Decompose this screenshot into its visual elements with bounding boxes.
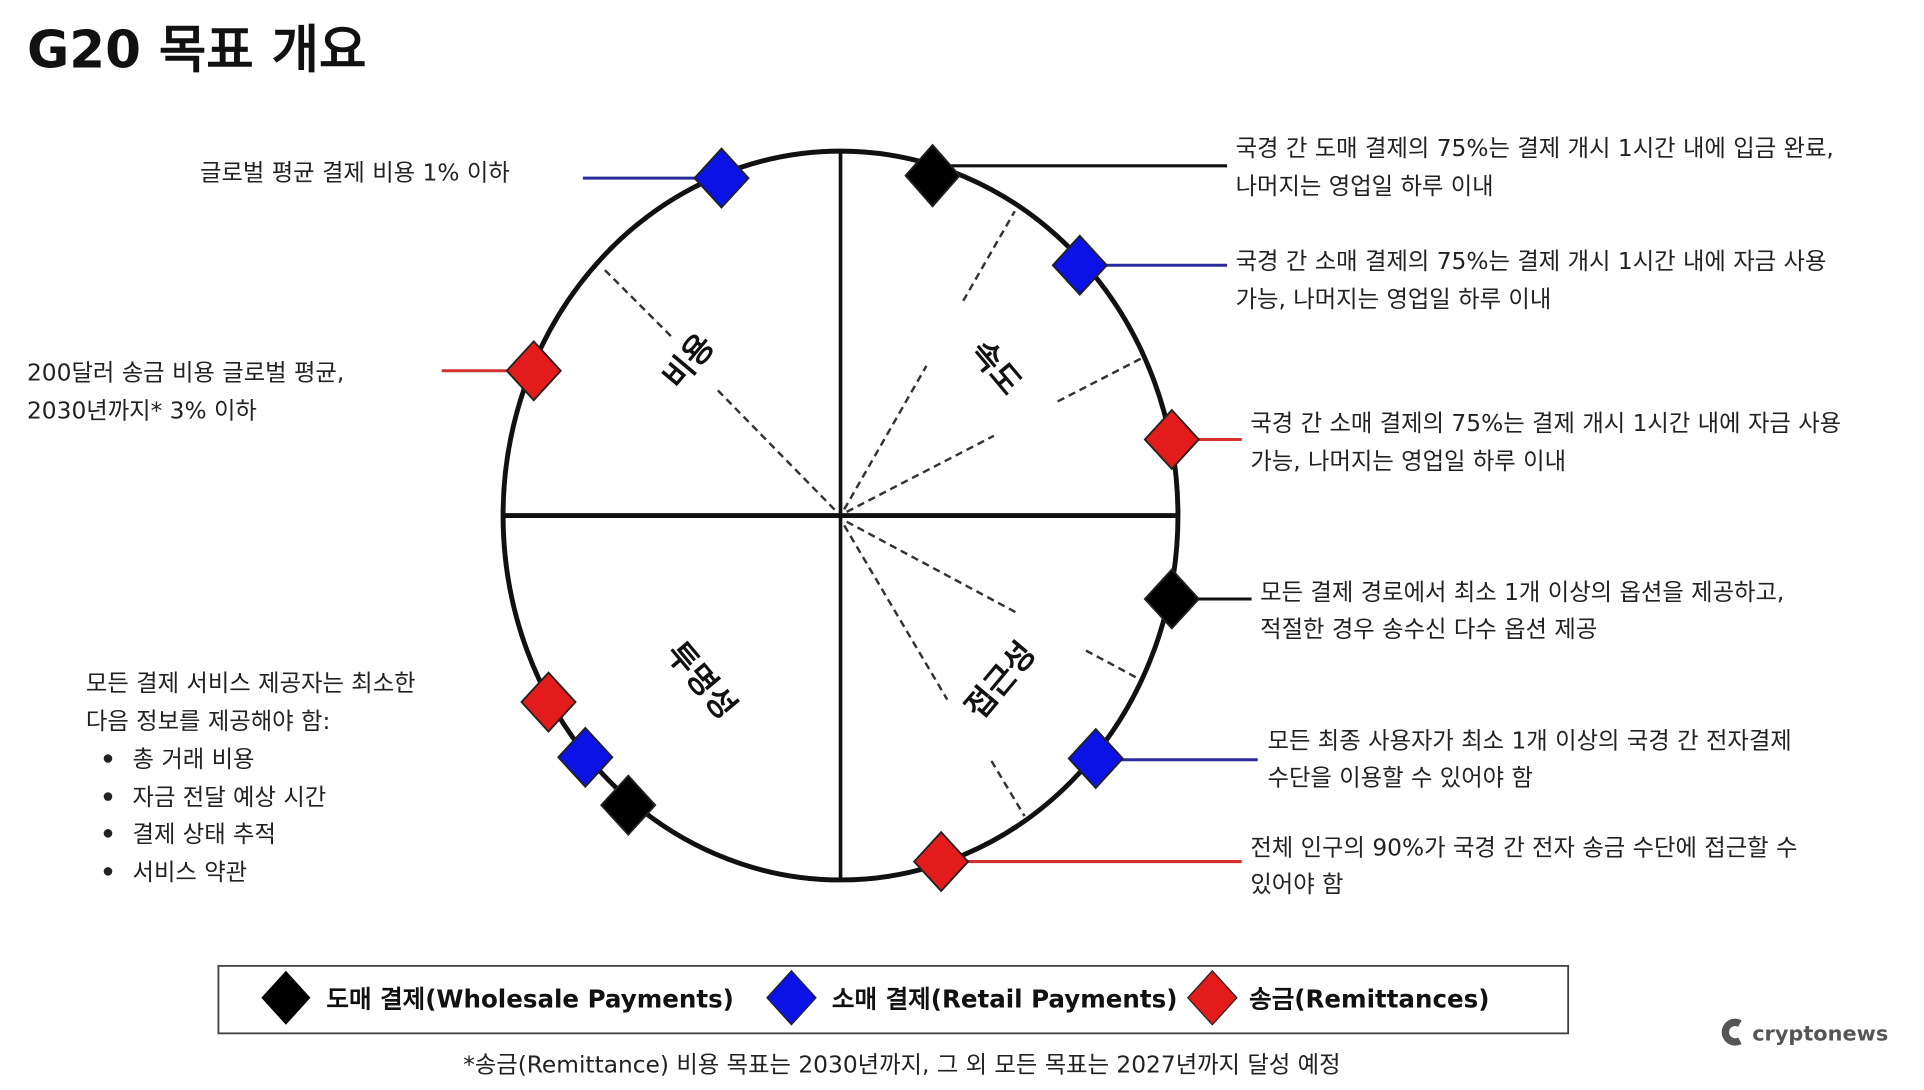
dashed-ray xyxy=(846,434,995,513)
dashed-ray xyxy=(1085,649,1140,680)
target-transparency-line2: 다음 정보를 제공해야 함: xyxy=(86,708,330,735)
dashed-ray xyxy=(846,520,1020,615)
quadrant-label-transparency: 투명성 xyxy=(659,634,745,726)
target-speed-remit-line2: 가능, 나머지는 영업일 하루 이내 xyxy=(1250,448,1566,475)
dashed-ray xyxy=(843,365,928,511)
target-cost-remit-line2: 2030년까지* 3% 이하 xyxy=(27,398,257,425)
target-speed-retail-line2: 가능, 나머지는 영업일 하루 이내 xyxy=(1236,286,1552,313)
bullet-icon xyxy=(103,829,113,838)
legend-box xyxy=(217,964,1570,1035)
target-transparency-line1: 모든 결제 서비스 제공자는 최소한 xyxy=(86,670,416,697)
footnote: *송금(Remittance) 비용 목표는 2030년까지, 그 외 모든 목… xyxy=(463,1052,1340,1079)
target-access-wholesale-line1: 모든 결제 경로에서 최소 1개 이상의 옵션을 제공하고, xyxy=(1260,579,1784,606)
target-cost-remit-line1: 200달러 송금 비용 글로벌 평균, xyxy=(27,360,344,387)
legend-remittance: 송금(Remittances) xyxy=(1249,985,1489,1014)
target-access-retail-line2: 수단을 이용할 수 있어야 함 xyxy=(1268,764,1533,791)
list-item: 총 거래 비용 xyxy=(133,746,255,773)
quadrant-label-speed: 속도 xyxy=(963,333,1030,402)
retail-diamond-icon xyxy=(557,726,614,789)
dashed-ray xyxy=(843,524,949,701)
list-item: 서비스 약관 xyxy=(133,859,248,886)
cryptonews-logo: cryptonews xyxy=(1721,1018,1888,1046)
target-speed-wholesale-line2: 나머지는 영업일 하루 이내 xyxy=(1236,173,1494,200)
dashed-ray xyxy=(604,269,674,339)
target-access-remit-line2: 있어야 함 xyxy=(1250,871,1343,898)
quadrant-label-cost: 비용 xyxy=(655,327,722,396)
target-cost-retail: 글로벌 평균 결제 비용 1% 이하 xyxy=(200,160,510,187)
target-speed-retail-line1: 국경 간 소매 결제의 75%는 결제 개시 1시간 내에 자금 사용 xyxy=(1236,248,1827,275)
cryptonews-logo-icon xyxy=(1721,1018,1742,1046)
legend-retail: 소매 결제(Retail Payments) xyxy=(832,985,1178,1014)
wholesale-diamond-icon xyxy=(904,143,961,208)
quadrant-label-access: 접근성 xyxy=(957,634,1043,726)
list-item: 자금 전달 예상 시간 xyxy=(133,784,327,811)
retail-diamond-icon xyxy=(1067,727,1124,790)
legend-wholesale: 도매 결제(Wholesale Payments) xyxy=(326,985,734,1014)
bullet-icon xyxy=(103,867,113,876)
retail-diamond-icon xyxy=(693,147,750,209)
transparency-list: 총 거래 비용 자금 전달 예상 시간 결제 상태 추적 서비스 약관 xyxy=(103,746,327,886)
target-speed-wholesale-line1: 국경 간 도매 결제의 75%는 결제 개시 1시간 내에 입금 완료, xyxy=(1236,135,1834,162)
logo-text: cryptonews xyxy=(1752,1022,1888,1046)
page-title: G20 목표 개요 xyxy=(27,21,366,81)
target-access-retail-line1: 모든 최종 사용자가 최소 1개 이상의 국경 간 전자결제 xyxy=(1268,728,1792,755)
dashed-ray xyxy=(990,760,1026,817)
wholesale-diamond-icon xyxy=(1143,568,1201,630)
wholesale-diamond-icon xyxy=(600,774,657,836)
target-access-wholesale-line2: 적절한 경우 송수신 다수 옵션 제공 xyxy=(1260,616,1597,643)
remittance-diamond-icon xyxy=(520,671,577,733)
remittance-diamond-icon xyxy=(912,830,970,893)
target-access-remit-line1: 전체 인구의 90%가 국경 간 전자 송금 수단에 접근할 수 xyxy=(1250,834,1797,861)
retail-diamond-icon xyxy=(1051,234,1109,297)
retail-diamond-icon xyxy=(766,969,817,1026)
bullet-icon xyxy=(103,754,113,763)
dashed-ray xyxy=(1057,357,1142,403)
dashed-ray xyxy=(716,389,838,513)
dashed-ray xyxy=(962,210,1016,302)
remittance-diamond-icon xyxy=(1186,969,1238,1026)
remittance-diamond-icon xyxy=(505,339,563,402)
dashed-rays xyxy=(604,210,1142,817)
wholesale-diamond-icon xyxy=(261,970,311,1025)
legend: 도매 결제(Wholesale Payments) 소매 결제(Retail P… xyxy=(217,964,1570,1035)
remittance-diamond-icon xyxy=(1143,408,1201,471)
list-item: 결제 상태 추적 xyxy=(133,821,276,848)
target-speed-remit-line1: 국경 간 소매 결제의 75%는 결제 개시 1시간 내에 자금 사용 xyxy=(1250,410,1841,437)
bullet-icon xyxy=(103,792,113,801)
